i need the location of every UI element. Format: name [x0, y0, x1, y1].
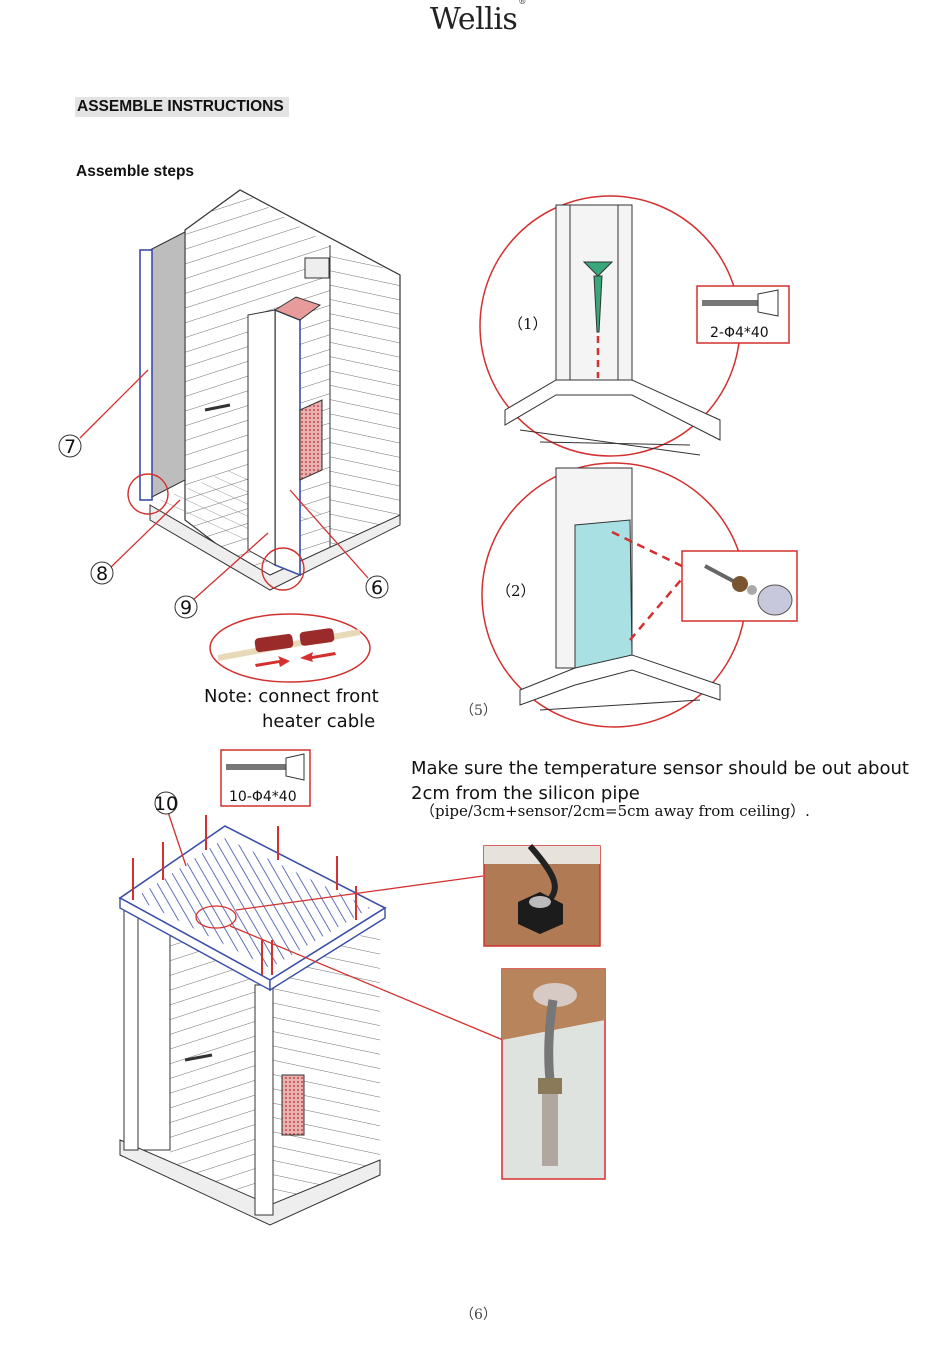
- sensor-nut-photo: [484, 846, 600, 946]
- screw-spec-top: 2-Φ4*40: [697, 286, 789, 343]
- page-number: （6）: [460, 1304, 497, 1324]
- bolt-hardware-box: [682, 551, 797, 621]
- svg-text:（2）: （2）: [496, 582, 536, 600]
- svg-text:10-Φ4*40: 10-Φ4*40: [229, 789, 297, 805]
- cabin-drawing-bottom: 10: [120, 792, 503, 1225]
- screw-spec-roof: 10-Φ4*40: [221, 750, 310, 806]
- sensor-formula: （pipe/3cm+sensor/2cm=5cm away from ceili…: [420, 800, 810, 821]
- svg-text:10: 10: [154, 793, 178, 815]
- svg-text:7: 7: [64, 436, 76, 458]
- step-number: （5）: [460, 700, 497, 720]
- svg-text:6: 6: [371, 577, 383, 599]
- heater-cable-note: Note: connect front heater cable: [204, 684, 404, 734]
- svg-text:2-Φ4*40: 2-Φ4*40: [710, 325, 769, 341]
- callout-10: 10: [154, 792, 178, 815]
- callout-7: 7: [59, 435, 81, 458]
- heater-cable-connector: [210, 614, 370, 682]
- sensor-probe-photo: [502, 969, 605, 1179]
- callout-6: 6: [366, 576, 388, 599]
- sensor-instruction: Make sure the temperature sensor should …: [411, 756, 931, 806]
- callout-9: 9: [175, 596, 197, 619]
- svg-text:8: 8: [96, 563, 108, 585]
- callout-8: 8: [91, 562, 113, 585]
- svg-text:9: 9: [180, 597, 192, 619]
- cabin-drawing-top: 7 8 9 6: [59, 190, 400, 619]
- svg-text:（1）: （1）: [508, 315, 548, 333]
